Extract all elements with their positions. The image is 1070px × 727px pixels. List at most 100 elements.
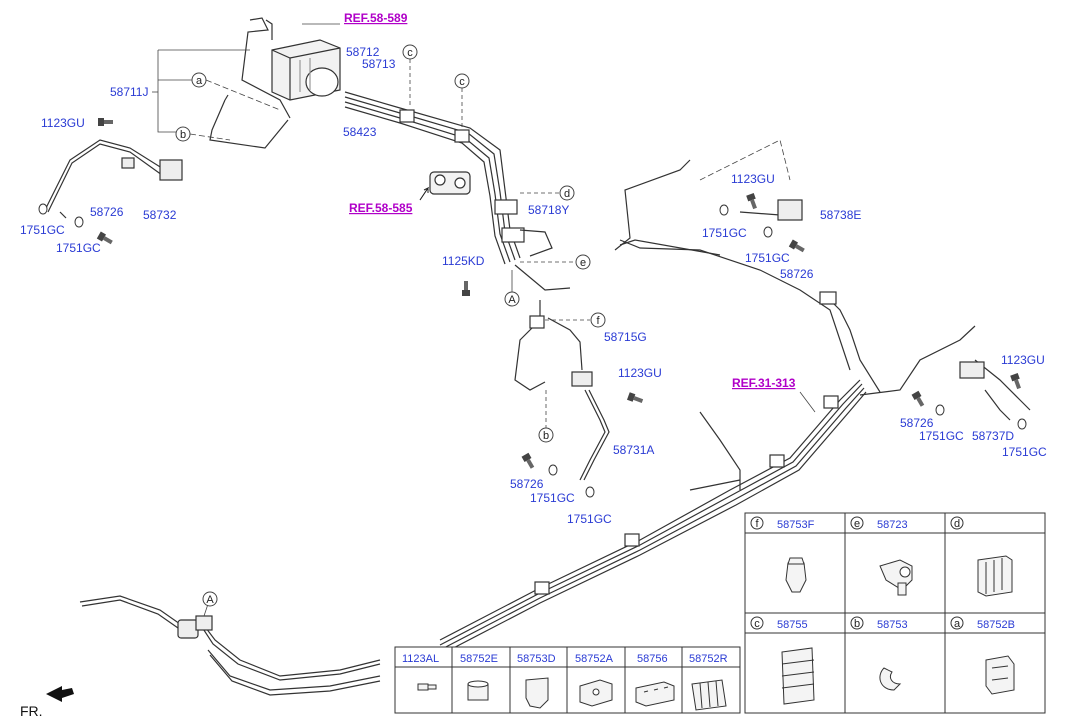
svg-text:c: c	[754, 618, 760, 630]
parts-header-1123AL[interactable]: 1123AL	[402, 653, 439, 665]
ref-arrow	[419, 186, 430, 201]
svg-text:f: f	[755, 518, 759, 530]
label-1751GC-rt2[interactable]: 1751GC	[745, 251, 790, 265]
clip-58723-image	[879, 559, 913, 596]
svg-text:d: d	[564, 188, 570, 200]
parts-header-58753D[interactable]: 58753D	[517, 653, 556, 665]
callouts: a b c c d e f b A A	[175, 44, 606, 607]
label-1123GU-far[interactable]: 1123GU	[1001, 353, 1045, 367]
svg-text:b: b	[854, 618, 860, 630]
label-1751GC-far1[interactable]: 1751GC	[919, 429, 964, 443]
label-58711J[interactable]: 58711J	[110, 85, 148, 99]
ref-abs[interactable]: REF.58-589	[344, 11, 408, 25]
clip-d-image	[977, 555, 1013, 597]
label-1123GU-mid[interactable]: 1123GU	[618, 366, 662, 380]
svg-text:58752B: 58752B	[977, 619, 1015, 631]
parts-header-58752A[interactable]: 58752A	[575, 653, 614, 665]
callout-e[interactable]: e	[575, 254, 591, 270]
svg-text:f: f	[596, 315, 600, 327]
label-58732[interactable]: 58732	[143, 208, 177, 222]
callout-b-2[interactable]: b	[538, 427, 554, 443]
part-58752A-image	[579, 679, 613, 707]
callout-b[interactable]: b	[175, 126, 191, 142]
label-1751GC-mid2[interactable]: 1751GC	[567, 512, 612, 526]
leader-lines	[152, 23, 816, 617]
abs-module	[271, 39, 341, 101]
proportioning-valve	[429, 171, 471, 195]
front-arrow-icon	[46, 686, 74, 702]
label-58726-mid[interactable]: 58726	[510, 477, 544, 491]
clip-cell-c[interactable]: c 58755	[750, 616, 808, 631]
svg-text:a: a	[954, 618, 961, 630]
pipe-artwork	[44, 17, 1031, 696]
svg-text:b: b	[543, 430, 549, 442]
svg-text:58753: 58753	[877, 619, 908, 631]
part-58756-image	[635, 681, 675, 707]
svg-text:c: c	[407, 47, 413, 59]
svg-text:58723: 58723	[877, 519, 908, 531]
clip-table: f 58753F e 58723 d c 58755 b 58753 a 587…	[744, 512, 1046, 714]
svg-text:58753F: 58753F	[777, 519, 815, 531]
part-labels: 58711J 58712 58713 58423 1123GU 58726 58…	[20, 45, 1047, 526]
label-58726-far[interactable]: 58726	[900, 416, 934, 430]
clip-cell-a[interactable]: a 58752B	[950, 616, 1015, 631]
part-58752E-image	[467, 680, 489, 701]
label-1123GU-left[interactable]: 1123GU	[41, 116, 85, 130]
svg-text:58755: 58755	[777, 619, 808, 631]
svg-text:d: d	[954, 518, 960, 530]
front-indicator: FR.	[20, 686, 74, 719]
label-1751GC-rt1[interactable]: 1751GC	[702, 226, 747, 240]
part-58752R-image	[691, 679, 727, 711]
parts-header-58756[interactable]: 58756	[637, 653, 668, 665]
ref-labels: REF.58-589 REF.58-585 REF.31-313	[344, 11, 796, 390]
svg-text:e: e	[580, 257, 586, 269]
label-58713[interactable]: 58713	[362, 57, 396, 71]
clip-cell-f[interactable]: f 58753F	[750, 516, 815, 531]
label-1751GC-mid1[interactable]: 1751GC	[530, 491, 575, 505]
svg-text:c: c	[459, 76, 465, 88]
clip-cell-d[interactable]: d	[950, 516, 964, 530]
label-58423[interactable]: 58423	[343, 125, 377, 139]
callout-A-2[interactable]: A	[202, 591, 218, 607]
label-58726-rt[interactable]: 58726	[780, 267, 814, 281]
label-58712[interactable]: 58712	[346, 45, 380, 59]
clip-cell-e[interactable]: e 58723	[850, 516, 908, 531]
fasteners	[38, 118, 1027, 498]
callout-a[interactable]: a	[191, 72, 207, 88]
callout-d[interactable]: d	[559, 185, 575, 201]
label-1751GC-far2[interactable]: 1751GC	[1002, 445, 1047, 459]
clip-58753-image	[879, 667, 902, 691]
label-58738E[interactable]: 58738E	[820, 208, 861, 222]
label-1751GC-left2[interactable]: 1751GC	[56, 241, 101, 255]
svg-text:a: a	[196, 75, 203, 87]
clip-58755-image	[781, 647, 815, 705]
clip-cell-b[interactable]: b 58753	[850, 616, 908, 631]
callout-c-2[interactable]: c	[454, 73, 470, 89]
label-1123GU-rt[interactable]: 1123GU	[731, 172, 775, 186]
parts-header-58752E[interactable]: 58752E	[460, 653, 498, 665]
parts-table: 1123AL 58752E 58753D 58752A 58756 58752R	[394, 646, 741, 714]
label-1125KD[interactable]: 1125KD	[442, 254, 485, 268]
label-58718Y[interactable]: 58718Y	[528, 203, 569, 217]
part-1123AL-image	[417, 683, 437, 691]
svg-text:b: b	[180, 129, 186, 141]
clip-58753F-image	[785, 557, 807, 593]
ref-valve[interactable]: REF.58-585	[349, 201, 413, 215]
svg-text:A: A	[206, 594, 214, 606]
label-58731A[interactable]: 58731A	[613, 443, 654, 457]
callout-c-1[interactable]: c	[402, 44, 418, 60]
parts-header-58752R[interactable]: 58752R	[689, 653, 728, 665]
callout-A-1[interactable]: A	[504, 291, 520, 307]
label-58715G[interactable]: 58715G	[604, 330, 647, 344]
svg-text:e: e	[854, 518, 860, 530]
part-58753D-image	[525, 677, 549, 709]
label-58737D[interactable]: 58737D	[972, 429, 1014, 443]
svg-text:A: A	[508, 294, 516, 306]
callout-f[interactable]: f	[590, 312, 606, 328]
label-58726-left[interactable]: 58726	[90, 205, 124, 219]
label-1751GC-left1[interactable]: 1751GC	[20, 223, 65, 237]
clip-58752B-image	[985, 655, 1015, 695]
ref-fuel[interactable]: REF.31-313	[732, 376, 796, 390]
fr-label: FR.	[20, 703, 43, 719]
